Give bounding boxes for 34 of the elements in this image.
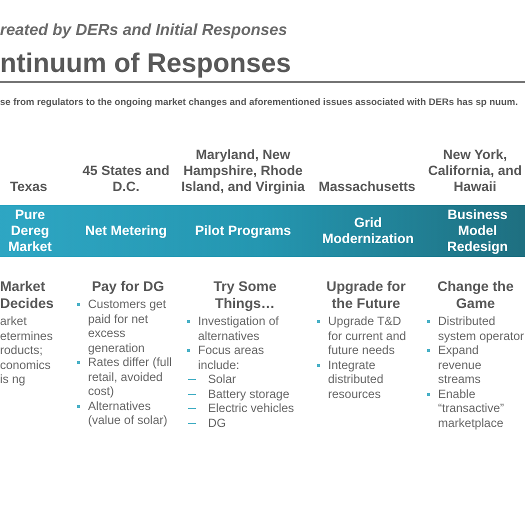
state-label: New York, California, and Hawaii	[427, 147, 523, 195]
band-label: Grid Modernization	[321, 215, 415, 247]
bullet-item: Distributed system operator	[426, 314, 525, 343]
body-text: arket etermines roducts; conomics is ng	[0, 314, 54, 386]
bullet-item: Integrate distributed resources	[316, 358, 416, 401]
slide-title: ntinuum of Responses	[0, 48, 292, 79]
bullet-item: Focus areas include:	[186, 343, 304, 372]
sub-bullet-item: Solar	[186, 372, 304, 386]
bullet-item: Rates differ (full retail, avoided cost)	[76, 355, 180, 398]
sub-bullet-item: DG	[186, 416, 304, 430]
column-heading: Change the Game	[436, 278, 515, 312]
bullet-item: Alternatives (value of solar)	[76, 398, 180, 428]
band-bar	[0, 205, 525, 257]
band-label: Business Model Redesign	[446, 207, 509, 255]
band-label: Pure Dereg Market	[7, 207, 53, 255]
state-label: Texas	[9, 179, 48, 195]
sub-bullet-item: Electric vehicles	[186, 401, 304, 416]
bullet-item: Investigation of alternatives	[186, 314, 304, 343]
bullet-item: Customers get paid for net excess generation	[76, 297, 180, 355]
column-heading: Upgrade for the Future	[325, 278, 407, 312]
column-heading: Try Some Things…	[212, 278, 278, 312]
column-heading: Pay for DG	[90, 278, 166, 295]
band-label: Net Metering	[85, 223, 167, 239]
band-label: Pilot Programs	[194, 223, 292, 239]
slide-subtitle: reated by DERs and Initial Responses	[0, 22, 288, 40]
sub-bullet-item: Battery storage	[186, 386, 304, 401]
column-heading: Market Decides	[0, 278, 55, 312]
state-label: Massachusetts	[318, 179, 416, 195]
state-label: Maryland, New Hampshire, Rhode Island, and Virginia	[180, 147, 306, 195]
bullet-item: Expand revenue streams	[426, 343, 525, 386]
state-label: 45 States and D.C.	[81, 163, 171, 195]
bullet-item: Enable “transactive” marketplace	[426, 386, 525, 430]
bullet-item: Upgrade T&D for current and future needs	[316, 314, 416, 358]
intro-paragraph: se from regulators to the ongoing market changes and aforementioned issues associated with DERs has sp nuum.	[0, 97, 519, 109]
